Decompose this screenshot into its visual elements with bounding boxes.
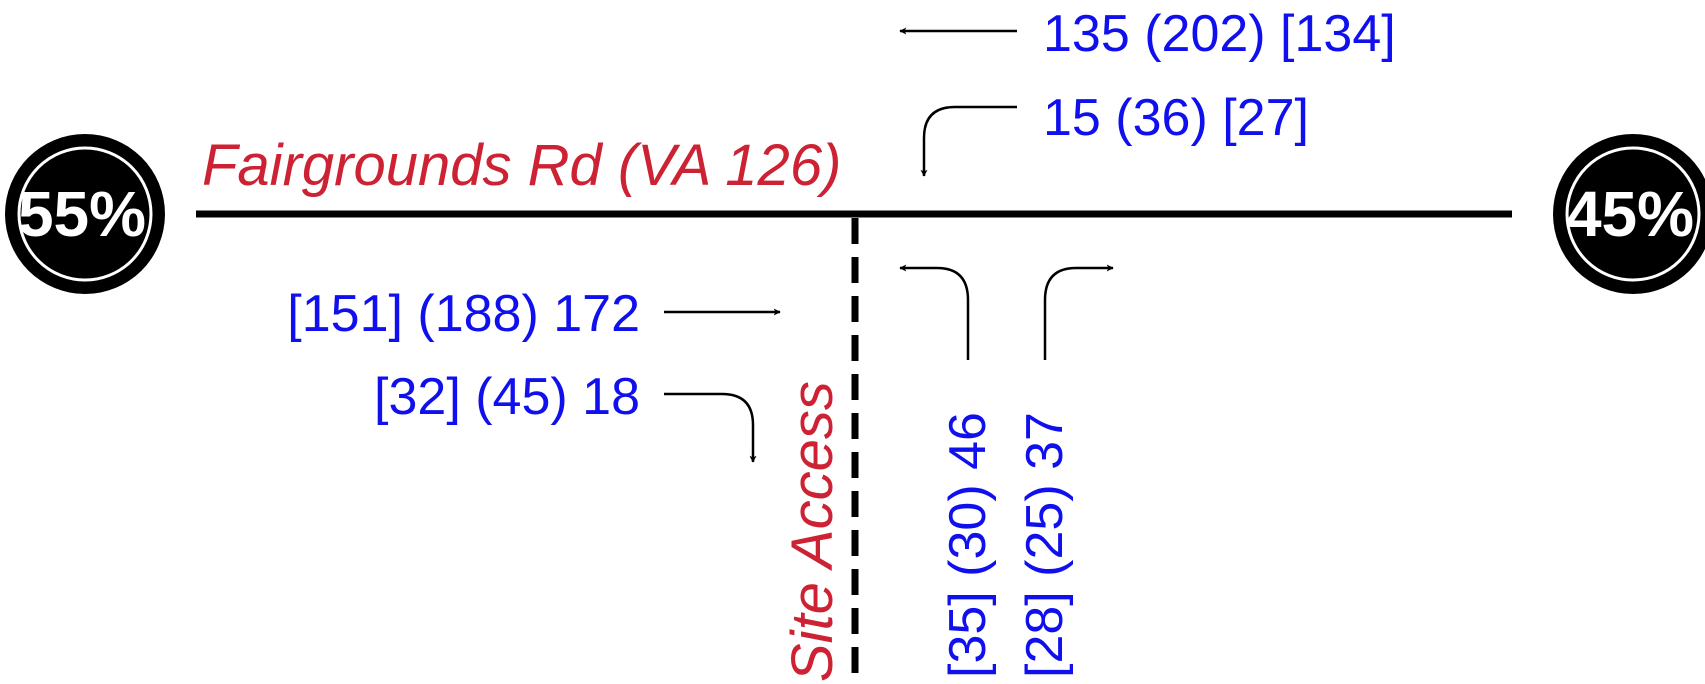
- arrow-curve-up-right-icon: [1043, 264, 1114, 360]
- westbound-through-volume: 135 (202) [134]: [1043, 5, 1396, 63]
- northbound-right-movement: [28] (25) 37: [1016, 264, 1114, 678]
- eastbound-through-movement: [151] (188) 172: [287, 285, 781, 343]
- site-access-label: Site Access: [780, 381, 845, 682]
- eastbound-through-volume: [151] (188) 172: [287, 285, 640, 343]
- northbound-left-volume: [35] (30) 46: [939, 412, 997, 678]
- east-distribution-badge: 45%: [1553, 134, 1705, 294]
- arrow-curve-left-down-icon: [920, 105, 1017, 177]
- northbound-left-movement: [35] (30) 46: [899, 264, 997, 678]
- eastbound-right-movement: [32] (45) 18: [374, 368, 757, 463]
- westbound-left-volume: 15 (36) [27]: [1043, 89, 1309, 147]
- northbound-right-volume: [28] (25) 37: [1016, 412, 1074, 678]
- east-distribution-percent: 45%: [1566, 178, 1694, 250]
- eastbound-right-volume: [32] (45) 18: [374, 368, 640, 426]
- arrow-curve-up-left-icon: [899, 264, 970, 360]
- westbound-through-movement: 135 (202) [134]: [899, 5, 1396, 63]
- westbound-left-movement: 15 (36) [27]: [920, 89, 1309, 177]
- arrow-curve-right-down-icon: [664, 392, 757, 463]
- main-road-label: Fairgrounds Rd (VA 126): [202, 133, 841, 198]
- west-distribution-percent: 55%: [18, 178, 146, 250]
- west-distribution-badge: 55%: [5, 134, 165, 294]
